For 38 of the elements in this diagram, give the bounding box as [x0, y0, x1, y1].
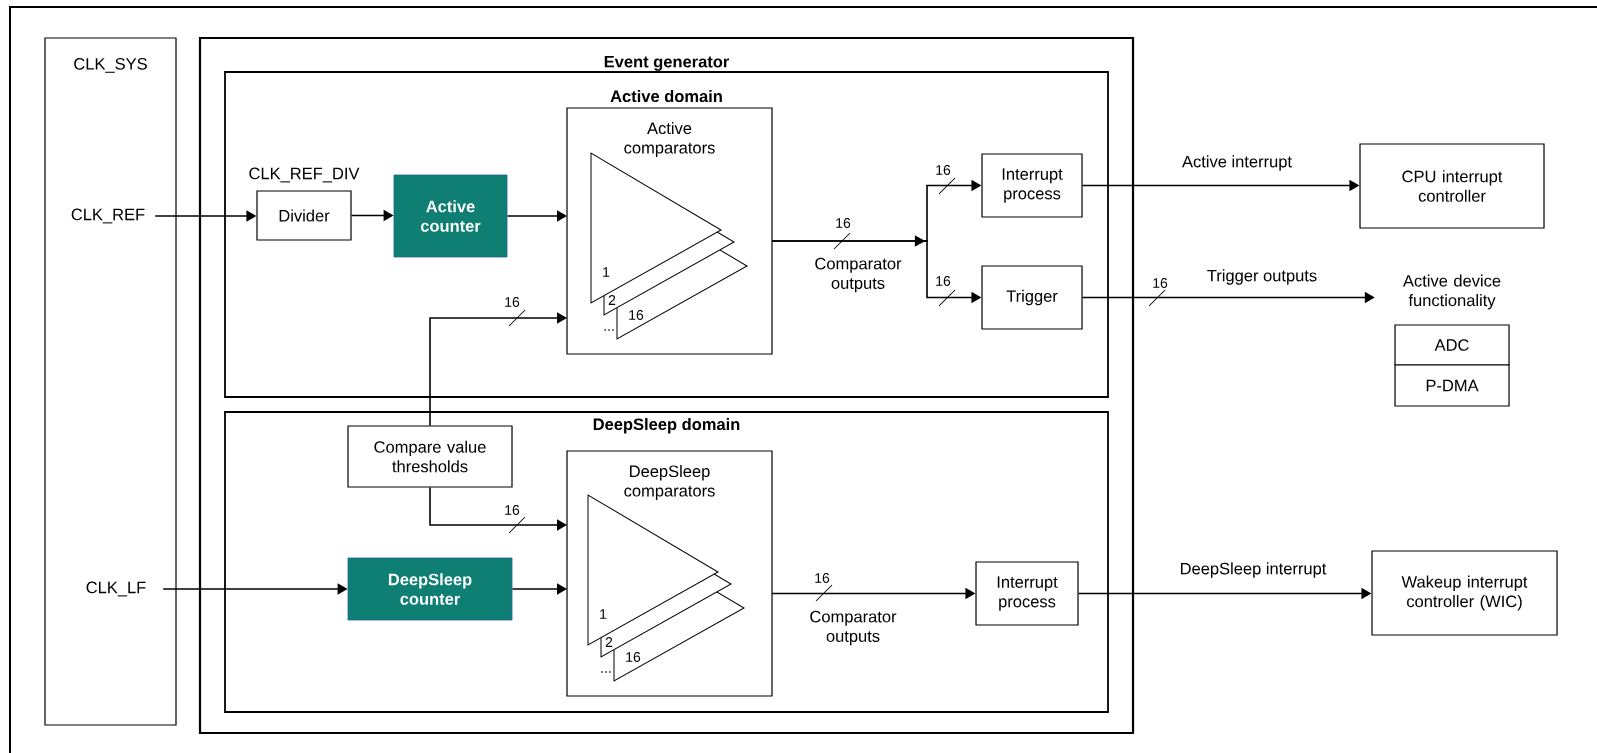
arrow [506, 210, 567, 222]
comparator-number: 1 [603, 267, 610, 277]
signal-label: Comparator outputs [815, 257, 902, 293]
bus-width-label: 16 [836, 218, 851, 228]
comparator-number: ... [601, 671, 611, 673]
comparator-number: ... [604, 329, 614, 331]
bus-width-label: 16 [505, 505, 520, 515]
arrow [511, 583, 567, 595]
edge-label: Trigger outputs [1205, 268, 1319, 286]
bus-width-label: 16 [936, 165, 951, 175]
edge-label: Active interrupt [1181, 154, 1294, 172]
arrow [429, 486, 567, 531]
process-box: Interrupt process [981, 153, 1083, 218]
comparator-number: 16 [626, 652, 641, 662]
function-box: P-DMA [1394, 364, 1510, 407]
comparator-number: 16 [629, 310, 644, 320]
controller-box: CPU interrupt controller [1359, 143, 1545, 229]
signal-label: CLK_LF [86, 581, 146, 597]
bus-width-label: 16 [505, 297, 520, 307]
edge-label: DeepSleep interrupt [1178, 561, 1328, 579]
bus-width-label: 16 [936, 276, 951, 286]
arrow [429, 312, 567, 427]
threshold-box: Compare value thresholds [347, 425, 513, 488]
bus-width-label: 16 [1153, 278, 1168, 288]
controller-box: Wakeup interrupt controller (WIC) [1371, 550, 1558, 636]
counter-box: DeepSleep counter [347, 557, 513, 621]
comparator-number: 1 [600, 609, 607, 619]
signal-label: CLK_REF_DIV [249, 167, 360, 183]
function-box: ADC [1394, 324, 1510, 366]
comparator-number: 2 [608, 295, 616, 305]
comparator-number: 2 [605, 637, 613, 647]
signal-label: Comparator outputs [810, 610, 897, 646]
process-box: Trigger [981, 265, 1083, 330]
process-box: Interrupt process [975, 561, 1079, 626]
target-label: Active device functionality [1403, 274, 1501, 310]
counter-box: Active counter [393, 174, 508, 258]
bus-width-label: 16 [815, 573, 830, 583]
signal-label: CLK_REF [71, 208, 145, 224]
